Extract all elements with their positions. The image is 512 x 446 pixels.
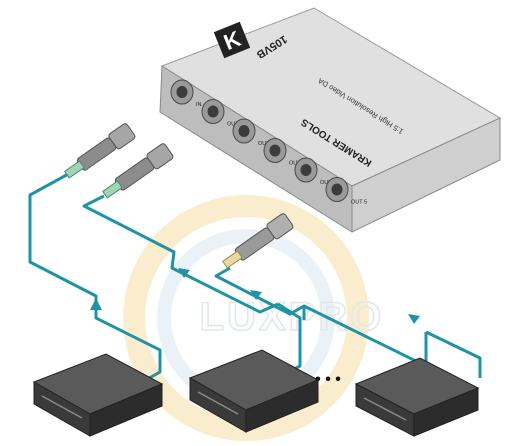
bnc-socket-core (301, 164, 312, 176)
bnc-socket-core (270, 145, 281, 157)
receiver-device-3 (356, 358, 478, 436)
video-distribution-amplifier: K 105VB KRAMER TOOLS 1:5 High Resolution… (160, 8, 500, 232)
more-devices-ellipsis: • • • (315, 371, 341, 388)
bnc-socket-core (208, 106, 219, 118)
arrow-icon (408, 314, 420, 324)
port-label: IN (196, 102, 202, 108)
arrow-icon (90, 298, 102, 310)
bnc-socket-core (177, 86, 188, 98)
bnc-socket-core (332, 184, 343, 196)
bnc-socket-core (239, 125, 250, 137)
port-label: OUT 5 (351, 200, 367, 206)
